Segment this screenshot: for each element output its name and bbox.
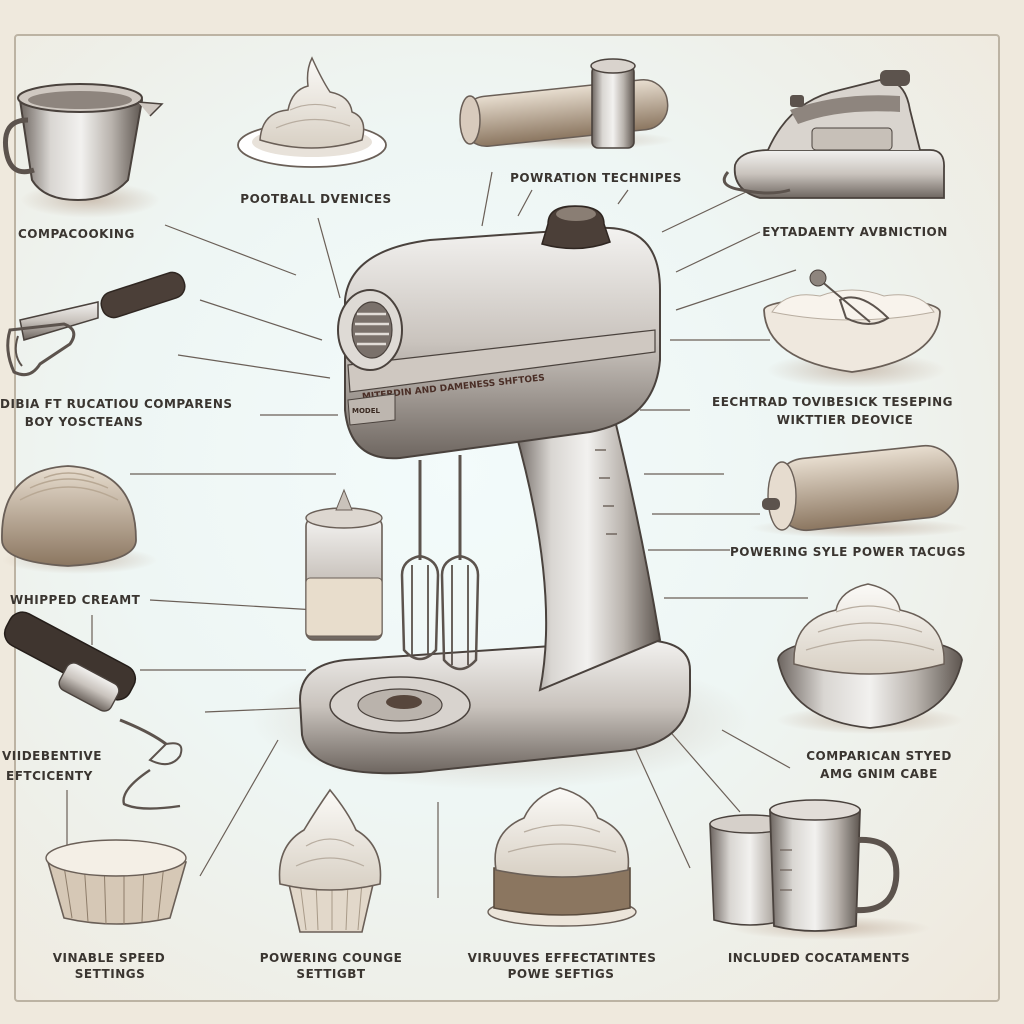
label-vinable-line2: SETTINGS: [74, 967, 146, 981]
whisk-bowl-icon: [763, 269, 946, 388]
mixer-beaters: [400, 455, 480, 671]
label-dibia-line2: BOY YOSCTEANS: [24, 415, 144, 429]
label-whipped-cream: WHIPPED CREAMT: [10, 593, 141, 607]
label-included: INCLUDED COCATAMENTS: [727, 951, 911, 965]
label-powering-cousge-line1: POWERING COUNGE: [259, 951, 403, 965]
measuring-cups-icon: [709, 799, 930, 940]
label-viruvives-line1: VIRUUVES EFFECTATINTES: [467, 951, 657, 965]
label-eechtrad-line2: WIKTTIER DEOVICE: [776, 413, 914, 427]
bread-loaf-icon: [1, 465, 158, 574]
label-powering-style: POWERING SYLE POWER TACUGS: [730, 545, 966, 559]
whipped-cream-plate-icon: [237, 56, 387, 168]
label-vinable-line1: VINABLE SPEED: [52, 951, 166, 965]
label-compartican-line1: COMPARICAN STYED: [806, 749, 952, 763]
mixer-badge-text: MODEL: [352, 407, 381, 415]
label-eytadaenty: EYTADAENTY AVBNICTION: [762, 225, 948, 239]
label-compartican-line2: AMG GNIM CABE: [820, 767, 938, 781]
stand-mixer-icon: MITERDIN AND DAMENESS SHFTOES MODEL: [298, 205, 691, 775]
label-viidebentive-line1: VIIDEBENTIVE: [2, 749, 102, 763]
mixing-bowl-icon: [2, 83, 164, 218]
immersion-blender-icon: [3, 611, 183, 810]
spice-shaker-icon: [305, 488, 383, 641]
label-viruvives-line2: POWE SEFTIGS: [507, 967, 615, 981]
meringue-cupcake-icon: [278, 788, 382, 933]
label-viidebentive-line2: EFTCICENTY: [6, 769, 93, 783]
label-football-devices: POOTBALL DVENICES: [240, 192, 392, 206]
cream-bowl-icon: [776, 583, 964, 734]
hand-mixer-beaters-icon: [6, 271, 186, 377]
label-powration-techniques: POWRATION TECHNIPES: [510, 171, 682, 185]
label-eechtrad-line1: EECHTRAD TOVIBESICK TESEPING: [712, 395, 954, 409]
label-dibia-line1: DIBIA FT RUCATIOU COMPARENS: [0, 397, 233, 411]
rolling-pin-right-icon: [750, 444, 970, 538]
steam-iron-icon: [722, 70, 945, 199]
label-powering-cousge-line2: SETTIGBT: [296, 967, 366, 981]
rolling-pin-icon: [455, 58, 675, 150]
frosted-cake-icon: [487, 787, 637, 927]
leader-lines: [66, 171, 808, 898]
label-compacooking: COMPACOOKING: [18, 227, 135, 241]
cupcake-liner-icon: [45, 839, 188, 925]
